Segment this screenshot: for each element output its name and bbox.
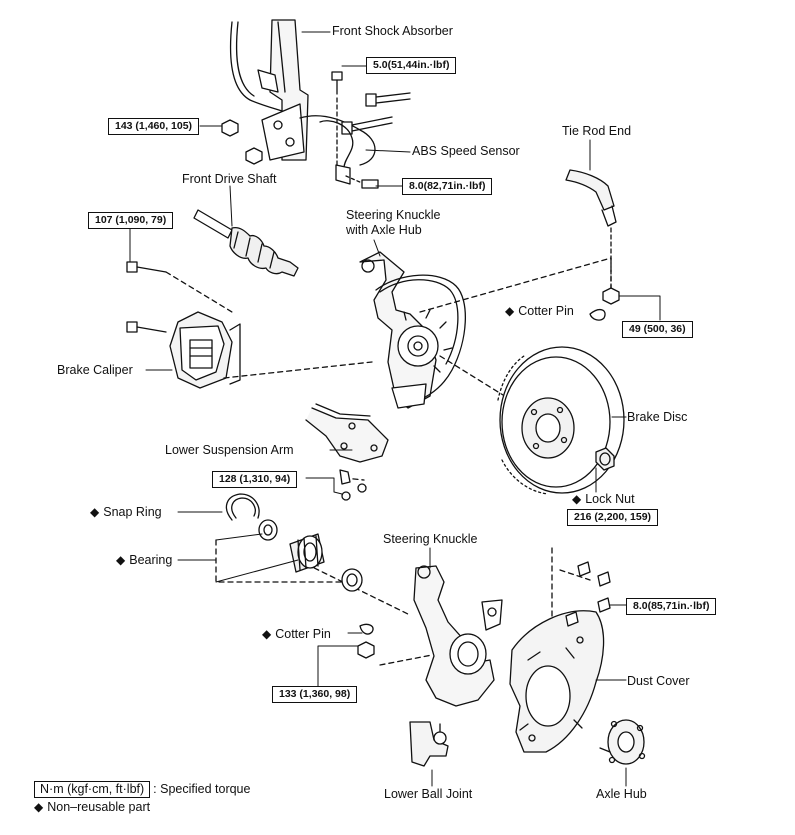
brake-caliper-label: Brake Caliper <box>57 363 133 377</box>
lock-nut-part <box>595 447 615 471</box>
brake-caliper-part <box>169 311 241 389</box>
dust-cover-bolts <box>565 561 611 627</box>
brake-disc-part <box>497 346 625 495</box>
torque-abs-sensor: 8.0(82,71in.·lbf) <box>402 178 493 195</box>
snap-ring-label: ◆Snap Ring <box>90 505 162 519</box>
non-reusable-marker: ◆ <box>116 553 126 567</box>
front-shock-absorber-label: Front Shock Absorber <box>332 24 453 38</box>
front-drive-shaft-part <box>193 209 299 277</box>
abs-sensor-part <box>319 120 379 189</box>
lower-suspension-arm-part <box>305 403 389 501</box>
legend-unit-box: N·m (kgf·cm, ft·lbf) <box>34 780 151 798</box>
torque-drive-shaft-caliper: 107 (1,090, 79) <box>88 212 174 229</box>
steering-knuckle-with-hub-label-line2: with Axle Hub <box>346 223 422 237</box>
label-leader-lines <box>129 31 661 787</box>
dust-cover-label: Dust Cover <box>627 674 690 688</box>
front-drive-shaft-label: Front Drive Shaft <box>182 172 277 186</box>
bearing-parts <box>258 519 363 592</box>
lower-cotter-pin-and-nut <box>357 623 375 659</box>
steering-knuckle-part <box>413 565 503 707</box>
torque-lock-nut: 216 (2,200, 159) <box>567 509 659 526</box>
snap-ring-part <box>225 493 260 521</box>
non-reusable-marker: ◆ <box>262 627 272 641</box>
torque-shock-knuckle: 143 (1,460, 105) <box>108 118 200 135</box>
steering-knuckle-with-hub-label-line1: Steering Knuckle <box>346 208 441 222</box>
steering-knuckle-with-hub-part <box>359 251 466 409</box>
tie-rod-end-part <box>565 169 620 321</box>
legend: N·m (kgf·cm, ft·lbf) : Specified torque … <box>34 780 250 816</box>
axle-hub-label: Axle Hub <box>596 787 647 801</box>
torque-tie-rod-nut: 49 (500, 36) <box>622 321 693 338</box>
torque-shock-bolt-small: 5.0(51,44in.·lbf) <box>366 57 457 74</box>
tie-rod-end-label: Tie Rod End <box>562 124 632 138</box>
bearing-label: ◆Bearing <box>116 553 173 567</box>
lock-nut-label: ◆Lock Nut <box>572 492 635 506</box>
cotter-pin-upper-label: ◆Cotter Pin <box>505 304 574 318</box>
shock-bolts <box>221 71 411 171</box>
lower-ball-joint-part <box>409 721 449 767</box>
legend-unit-desc: : Specified torque <box>153 782 251 796</box>
non-reusable-marker: ◆ <box>90 505 100 519</box>
caliper-bolts <box>126 261 233 333</box>
non-reusable-marker: ◆ <box>572 492 582 506</box>
legend-non-reusable-text: Non–reusable part <box>47 800 151 814</box>
abs-speed-sensor-label: ABS Speed Sensor <box>412 144 520 158</box>
cotter-pin-lower-label: ◆Cotter Pin <box>262 627 331 641</box>
brake-disc-label: Brake Disc <box>627 410 688 424</box>
legend-non-reusable-row: ◆ Non–reusable part <box>34 798 250 816</box>
dust-cover-part <box>509 610 605 753</box>
lower-ball-joint-label: Lower Ball Joint <box>384 787 473 801</box>
non-reusable-marker: ◆ <box>34 800 44 814</box>
axle-hub-part <box>599 719 646 765</box>
lower-suspension-arm-label: Lower Suspension Arm <box>165 443 294 457</box>
torque-ball-joint-nut: 133 (1,360, 98) <box>272 686 358 703</box>
torque-dust-cover-bolts: 8.0(85,71in.·lbf) <box>626 598 717 615</box>
steering-knuckle-label: Steering Knuckle <box>383 532 478 546</box>
non-reusable-marker: ◆ <box>505 304 515 318</box>
torque-lower-arm: 128 (1,310, 94) <box>212 471 298 488</box>
legend-torque-row: N·m (kgf·cm, ft·lbf) : Specified torque <box>34 780 250 798</box>
